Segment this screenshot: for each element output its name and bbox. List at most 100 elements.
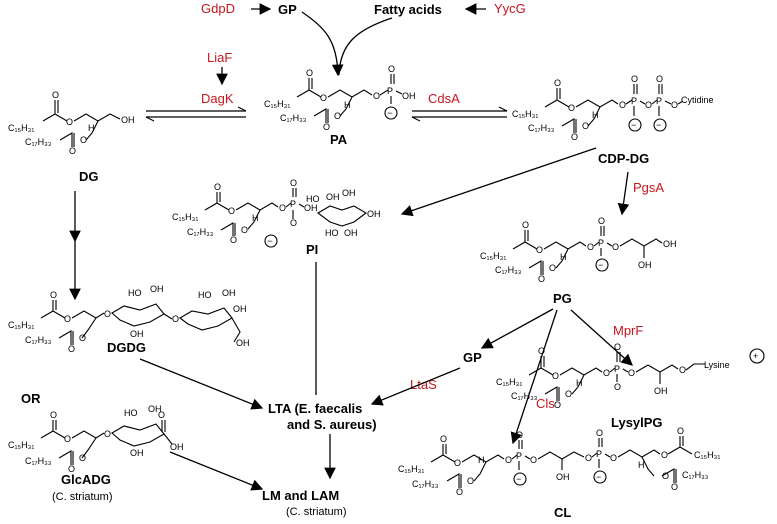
- svg-text:C₁₅H₃₁: C₁₅H₃₁: [172, 212, 198, 222]
- svg-text:H: H: [344, 100, 351, 110]
- svg-text:O: O: [522, 220, 529, 230]
- svg-text:C₁₅H₃₁: C₁₅H₃₁: [694, 450, 720, 460]
- structure-cdp-dg: C₁₅H₃₁ O O O P O − O P O − O Cytidine H …: [512, 74, 714, 142]
- svg-text:O: O: [582, 121, 589, 131]
- svg-text:O: O: [661, 450, 668, 460]
- enzyme-gdpd: GdpD: [201, 1, 235, 16]
- svg-text:O: O: [549, 263, 556, 273]
- svg-text:O: O: [104, 429, 111, 439]
- svg-text:O: O: [172, 314, 179, 324]
- label-dg: DG: [79, 169, 99, 184]
- svg-text:O: O: [66, 117, 73, 127]
- svg-text:O: O: [552, 371, 559, 381]
- svg-text:O: O: [538, 274, 545, 284]
- svg-text:C₁₇H₃₃: C₁₇H₃₃: [682, 470, 709, 480]
- svg-text:OH: OH: [304, 203, 318, 213]
- svg-text:O: O: [571, 132, 578, 142]
- svg-text:O: O: [596, 428, 603, 438]
- arrow-pa-cdp-rev-head: [411, 116, 421, 122]
- svg-text:O: O: [158, 410, 165, 420]
- svg-text:HO: HO: [128, 288, 142, 298]
- svg-text:OH: OH: [170, 442, 184, 452]
- svg-text:O: O: [538, 346, 545, 356]
- svg-text:O: O: [68, 344, 75, 354]
- svg-text:O: O: [456, 487, 463, 497]
- svg-text:O: O: [373, 91, 380, 101]
- label-gp-mid: GP: [463, 350, 482, 365]
- svg-text:HO: HO: [325, 228, 339, 238]
- svg-text:P: P: [598, 238, 604, 248]
- svg-text:O: O: [516, 430, 523, 440]
- svg-text:−: −: [596, 472, 601, 482]
- label-lm-note: (C. striatum): [286, 506, 347, 518]
- svg-text:O: O: [530, 455, 537, 465]
- svg-text:Lysine: Lysine: [704, 360, 730, 370]
- svg-text:O: O: [454, 458, 461, 468]
- label-pi: PI: [306, 242, 318, 257]
- structure-dg: C₁₅H₃₁ O O OH H C₁₇H₃₃ O O: [8, 90, 135, 156]
- svg-text:OH: OH: [638, 260, 652, 270]
- arrow-pa-cdp-fwd-head: [498, 106, 508, 112]
- svg-text:O: O: [656, 74, 663, 84]
- svg-text:O: O: [671, 482, 678, 492]
- svg-text:O: O: [631, 74, 638, 84]
- svg-text:O: O: [554, 400, 561, 410]
- svg-text:C₁₇H₃₃: C₁₇H₃₃: [412, 479, 439, 489]
- svg-text:P: P: [596, 449, 602, 459]
- structure-pa: C₁₅H₃₁ O O O P O OH − H C₁₇H₃₃ O O: [264, 64, 416, 132]
- svg-text:OH: OH: [556, 472, 570, 482]
- svg-text:O: O: [467, 476, 474, 486]
- svg-text:O: O: [565, 389, 572, 399]
- svg-text:C₁₇H₃₃: C₁₇H₃₃: [25, 137, 52, 147]
- svg-text:OH: OH: [148, 404, 162, 414]
- svg-text:−: −: [267, 236, 272, 246]
- enzyme-cls: Cls: [536, 396, 555, 411]
- svg-text:O: O: [320, 93, 327, 103]
- svg-text:O: O: [554, 78, 561, 88]
- svg-text:C₁₅H₃₁: C₁₅H₃₁: [8, 320, 34, 330]
- svg-text:−: −: [598, 260, 603, 270]
- label-gp-top: GP: [278, 2, 297, 17]
- svg-text:HO: HO: [198, 290, 212, 300]
- svg-text:C₁₇H₃₃: C₁₇H₃₃: [528, 123, 555, 133]
- svg-text:Cytidine: Cytidine: [681, 95, 714, 105]
- svg-text:O: O: [587, 242, 594, 252]
- svg-text:O: O: [290, 218, 297, 228]
- label-lm-lam: LM and LAM: [262, 488, 339, 503]
- structure-cl: C₁₅H₃₁ O O O P O − O OH O P O − O O O C₁…: [398, 426, 720, 497]
- svg-text:OH: OH: [654, 386, 668, 396]
- svg-text:O: O: [241, 225, 248, 235]
- svg-text:O: O: [440, 434, 447, 444]
- svg-text:OH: OH: [367, 209, 381, 219]
- svg-text:OH: OH: [130, 448, 144, 458]
- svg-text:O: O: [614, 382, 621, 392]
- svg-text:HO: HO: [306, 194, 320, 204]
- svg-text:O: O: [50, 290, 57, 300]
- label-cdp-dg: CDP-DG: [598, 151, 649, 166]
- svg-text:O: O: [50, 410, 57, 420]
- svg-text:O: O: [619, 100, 626, 110]
- arrow-cdp-to-pi: [400, 147, 597, 217]
- svg-text:O: O: [585, 453, 592, 463]
- svg-text:O: O: [64, 434, 71, 444]
- svg-text:P: P: [656, 96, 662, 106]
- svg-text:H: H: [576, 378, 583, 388]
- svg-text:O: O: [334, 111, 341, 121]
- svg-text:O: O: [645, 100, 652, 110]
- svg-text:O: O: [104, 309, 111, 319]
- svg-text:O: O: [598, 216, 605, 226]
- svg-text:C₁₇H₃₃: C₁₇H₃₃: [280, 113, 307, 123]
- svg-text:C₁₅H₃₁: C₁₅H₃₁: [398, 464, 424, 474]
- svg-text:H: H: [560, 252, 567, 262]
- svg-text:−: −: [656, 120, 661, 130]
- svg-text:C₁₇H₃₃: C₁₇H₃₃: [25, 456, 52, 466]
- svg-text:C₁₅H₃₁: C₁₅H₃₁: [480, 251, 506, 261]
- svg-text:O: O: [69, 146, 76, 156]
- svg-text:O: O: [614, 342, 621, 352]
- arrow-cdp-to-pg: [617, 171, 630, 216]
- svg-text:OH: OH: [233, 304, 247, 314]
- svg-text:O: O: [568, 103, 575, 113]
- svg-text:OH: OH: [344, 228, 358, 238]
- svg-text:C₁₇H₃₃: C₁₇H₃₃: [495, 265, 522, 275]
- structure-glcadg: C₁₅H₃₁ O O O C₁₇H₃₃ O O HO OH OH O OH: [8, 404, 184, 474]
